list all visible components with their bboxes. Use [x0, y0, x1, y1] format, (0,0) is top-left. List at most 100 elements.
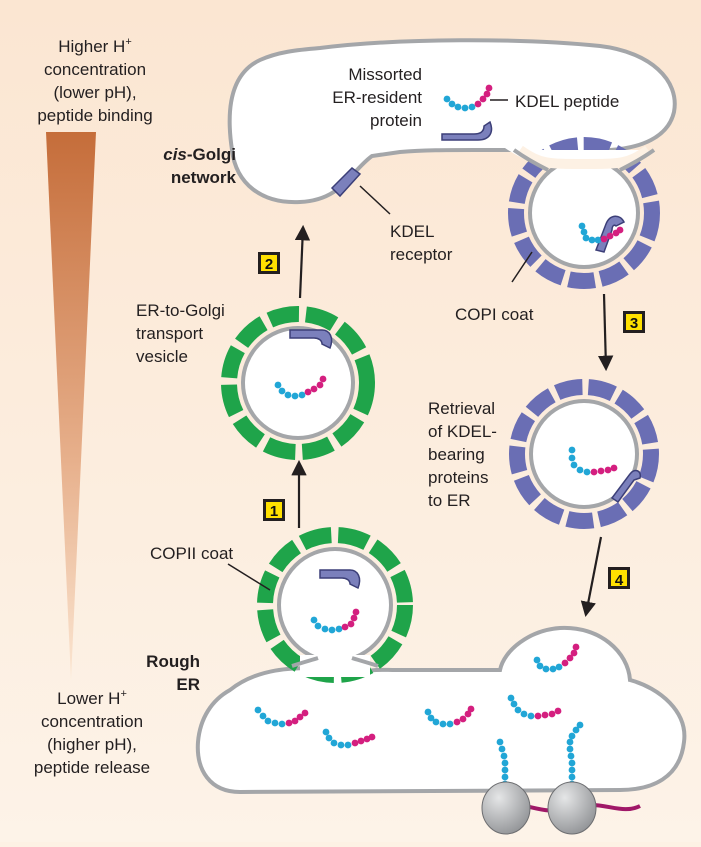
peptide-bead [514, 706, 522, 714]
peptide-bead [555, 663, 563, 671]
peptide-bead [576, 466, 584, 474]
peptide-bead [533, 656, 541, 664]
retrieval-label: Retrieval of KDEL- bearing proteins to E… [428, 399, 497, 510]
peptide-bead [496, 738, 504, 746]
svg-text:bearing: bearing [428, 445, 485, 464]
peptide-bead [568, 766, 576, 774]
kdel-bead [590, 468, 598, 476]
peptide-transport-vesicle [274, 375, 327, 400]
peptide-bead [578, 222, 586, 230]
missorted-protein-label: Missorted ER-resident protein [332, 65, 422, 130]
kdel-bead [485, 84, 493, 92]
step-badge-2: 2 [258, 252, 280, 274]
peptide-bead [424, 708, 432, 716]
copii-coat-label: COPII coat [150, 544, 233, 563]
peptide-bead [328, 626, 336, 634]
peptide-bead [271, 719, 279, 727]
transport-vesicle-membrane [241, 326, 355, 440]
peptide-bead [461, 104, 469, 112]
kdel-bead [304, 388, 312, 396]
kdel-bead [453, 718, 461, 726]
retrieval-vesicle [509, 379, 659, 529]
svg-text:of KDEL-: of KDEL- [428, 422, 497, 441]
peptide-bead [446, 720, 454, 728]
kdel-bead [357, 737, 365, 745]
svg-text:1: 1 [270, 503, 278, 520]
peptide-bead [322, 728, 330, 736]
peptide-bead [432, 718, 440, 726]
golgi-word: -Golgi [187, 145, 236, 164]
copi-coat-ring-budding [508, 137, 660, 289]
higher-h-concentration-label: Higher H+ concentration (lower pH), pept… [37, 36, 152, 125]
kdel-bead [464, 710, 472, 718]
peptide-retrieval-vesicle [568, 446, 618, 476]
kdel-bead [534, 712, 542, 720]
svg-text:Retrieval: Retrieval [428, 399, 495, 418]
rough-er-label: Rough ER [146, 652, 200, 694]
kdel-bead [467, 705, 475, 713]
ribosome-1 [481, 781, 531, 835]
cis-golgi-membrane [227, 38, 677, 205]
peptide-bead [344, 741, 352, 749]
peptide-bead [278, 387, 286, 395]
er-to-golgi-vesicle-label: ER-to-Golgi transport vesicle [136, 301, 225, 366]
peptide-bead [335, 625, 343, 633]
kdel-bead [319, 375, 327, 383]
peptide-bead [568, 759, 576, 767]
peptide-bead [284, 391, 292, 399]
kdel-bead [561, 659, 569, 667]
peptide-bead [468, 103, 476, 111]
copii-coat-leader [227, 563, 271, 591]
kdel-bead [606, 232, 614, 240]
svg-text:KDEL: KDEL [390, 222, 434, 241]
peptide-missorted-golgi [443, 84, 493, 112]
peptide-bead [501, 766, 509, 774]
peptide-bead [580, 228, 588, 236]
kdel-receptor-label: KDEL receptor [390, 222, 453, 264]
peptide-bead [510, 700, 518, 708]
peptide-bead [520, 710, 528, 718]
peptide-bead [594, 236, 602, 244]
kdel-bead [352, 608, 360, 616]
peptide-bead [325, 734, 333, 742]
peptide-bead [527, 712, 535, 720]
peptide-bead [576, 721, 584, 729]
kdel-bead [566, 654, 574, 662]
svg-text:vesicle: vesicle [136, 347, 188, 366]
copii-coat-ring [221, 306, 375, 460]
kdel-bead [291, 717, 299, 725]
kdel-receptor-copii-bud [319, 569, 361, 590]
kdel-bead [301, 709, 309, 717]
peptide-chains [254, 84, 624, 788]
svg-text:to ER: to ER [428, 491, 471, 510]
peptide-er-3 [424, 705, 475, 728]
peptide-bead [448, 100, 456, 108]
peptide-bead [570, 461, 578, 469]
top-label-line-1: Higher H+ [58, 36, 132, 56]
peptide-bead [310, 616, 318, 624]
svg-text:Missorted: Missorted [348, 65, 422, 84]
copi-coat-leader [511, 251, 533, 283]
svg-text:ER-resident: ER-resident [332, 88, 422, 107]
peptide-bead [254, 706, 262, 714]
kdel-bead [285, 719, 293, 727]
nascent-peptide-1 [496, 738, 509, 788]
peptide-copi-bud [578, 222, 624, 244]
peptide-bead [536, 662, 544, 670]
peptide-bead [567, 752, 575, 760]
kdel-bead [572, 643, 580, 651]
copi-coat-ring [509, 379, 659, 529]
peptide-er-2 [322, 728, 376, 749]
peptide-bead [264, 717, 272, 725]
kdel-bead [610, 464, 618, 472]
bottom-label-line-1: Lower H+ [57, 688, 127, 708]
svg-text:protein: protein [370, 111, 422, 130]
peptide-bead [314, 622, 322, 630]
kdel-bead [368, 733, 376, 741]
kdel-receptor-golgi-2 [330, 167, 362, 198]
peptide-bead [274, 381, 282, 389]
peptide-bead [500, 752, 508, 760]
kdel-bead [296, 713, 304, 721]
golgi-network-word: network [171, 168, 237, 187]
